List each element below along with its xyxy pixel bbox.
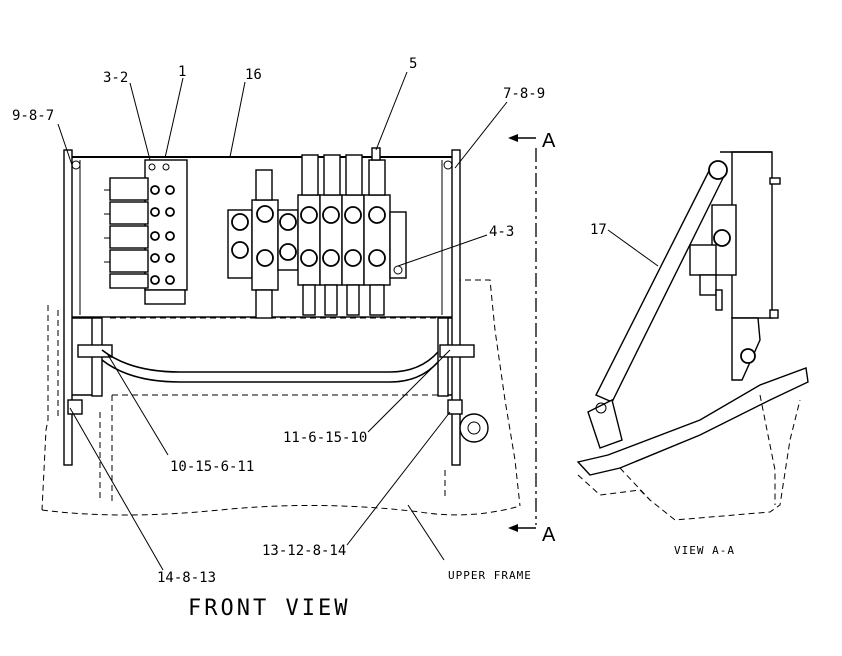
view-aa-label: VIEW A-A [674,544,735,557]
callout-7-8-9: 7-8-9 [503,86,545,102]
leader-lines [57,71,508,571]
callout-1: 1 [178,64,186,80]
upper-frame-label: UPPER FRAME [448,569,532,582]
callout-5: 5 [409,56,417,72]
callout-16: 16 [245,67,262,83]
callout-labels: 9-8-7 3-2 1 16 5 7-8-9 4-3 17 11-6-15-10… [12,56,607,586]
callout-4-3: 4-3 [489,224,514,240]
callout-17: 17 [590,222,607,238]
section-mark-bottom: A [542,524,556,546]
callout-14-8-13: 14-8-13 [157,570,216,586]
solenoid-valve-stack [104,159,188,305]
section-mark-top: A [542,130,556,152]
section-cut-line [508,134,537,532]
callout-11-6-15-10: 11-6-15-10 [283,430,367,446]
callout-13-12-8-14: 13-12-8-14 [262,543,346,559]
view-a-a [576,151,809,521]
front-view-title: FRONT VIEW [188,596,350,621]
front-view: A A [41,71,556,571]
hydraulic-line [101,349,439,373]
left-bracket [63,149,113,466]
callout-10-15-6-11: 10-15-6-11 [170,459,254,475]
callout-9-8-7: 9-8-7 [12,108,54,124]
control-valve [227,147,407,319]
callout-3-2: 3-2 [103,70,128,86]
